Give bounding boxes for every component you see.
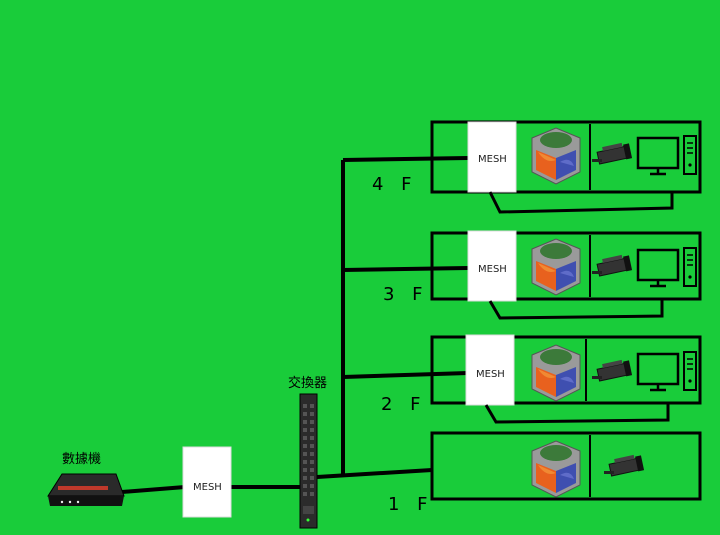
cube-icon bbox=[531, 440, 581, 498]
floor-label-4f: 4 F bbox=[372, 174, 418, 195]
backbone-to-2f-cable bbox=[342, 371, 469, 379]
mesh-node-4f bbox=[467, 121, 517, 193]
floor-2-room: MESH bbox=[430, 334, 702, 424]
mesh-label-4f: MESH bbox=[478, 154, 507, 165]
floor-label-2f: 2 F bbox=[381, 394, 427, 415]
mesh-label-3f: MESH bbox=[478, 264, 507, 275]
mesh-node-main: MESH bbox=[182, 446, 232, 518]
backbone-to-3f-cable bbox=[342, 266, 469, 272]
floor-4-room: MESH bbox=[430, 120, 702, 214]
camera-icon bbox=[591, 359, 633, 382]
mesh-label-2f: MESH bbox=[476, 369, 505, 380]
pc-icon bbox=[636, 246, 698, 288]
svg-text:MESH: MESH bbox=[193, 482, 222, 493]
mesh-node-3f bbox=[467, 230, 517, 302]
cube-icon bbox=[531, 238, 581, 296]
cube-icon bbox=[531, 344, 581, 402]
floor-label-1f: 1 F bbox=[388, 494, 434, 515]
pc-icon bbox=[636, 350, 698, 392]
cable-lines bbox=[121, 156, 469, 494]
camera-icon bbox=[603, 454, 645, 477]
floor-3-loop-cable bbox=[488, 299, 664, 320]
floor-label-3f: 3 F bbox=[383, 284, 429, 305]
mesh-node-2f bbox=[465, 334, 515, 406]
modem-device bbox=[47, 473, 125, 506]
floor-4-loop-cable bbox=[488, 191, 674, 214]
switch-label: 交換器 bbox=[288, 376, 328, 391]
switch-to-1f-cable bbox=[316, 468, 433, 479]
floor-3-room: MESH bbox=[430, 230, 702, 320]
pc-icon bbox=[636, 134, 698, 176]
camera-icon bbox=[591, 254, 633, 277]
backbone-to-4f-cable bbox=[342, 156, 469, 162]
camera-icon bbox=[591, 142, 633, 165]
network-switch bbox=[299, 393, 318, 529]
cube-icon bbox=[531, 127, 581, 185]
floor-1-room bbox=[430, 431, 702, 501]
floor-2-loop-cable bbox=[484, 403, 670, 424]
modem-label: 數據機 bbox=[62, 452, 102, 467]
modem-to-mesh-cable bbox=[121, 485, 186, 494]
